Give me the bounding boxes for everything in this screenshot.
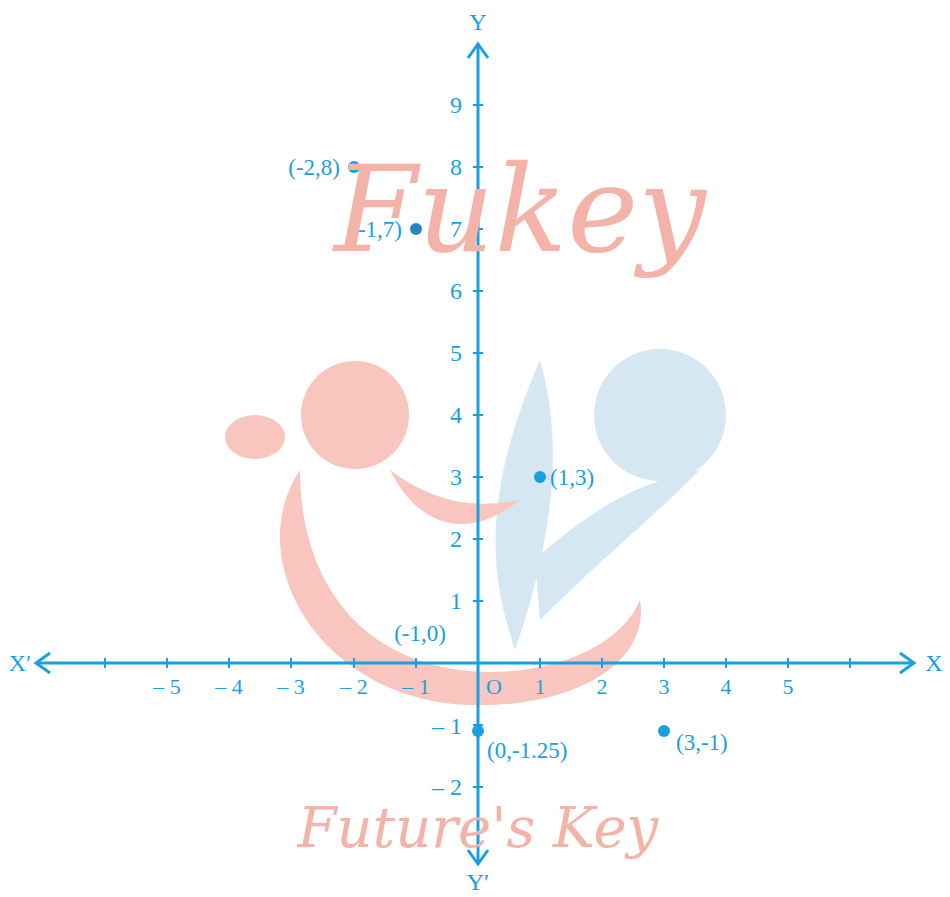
tick-label: 3 — [659, 676, 670, 698]
point-label: (1,3) — [550, 466, 594, 489]
axis-name: Y′ — [467, 870, 490, 894]
watermark: Future's Key — [298, 800, 658, 856]
tick-label: – 4 — [215, 676, 243, 698]
tick-label: – 1 — [402, 676, 430, 698]
tick-label: – 2 — [432, 775, 462, 799]
tick-label: – 2 — [340, 676, 368, 698]
tick-label: 3 — [450, 465, 462, 489]
tick-marks — [105, 105, 850, 787]
point-label: (-1,0) — [394, 622, 446, 645]
point-label: (3,-1) — [676, 731, 728, 754]
origin-label: O — [486, 676, 502, 698]
tick-label: – 5 — [153, 676, 181, 698]
tick-label: – 3 — [277, 676, 305, 698]
watermark: Fukey — [334, 150, 706, 270]
axis-name: X′ — [9, 651, 32, 675]
point-label: (0,-1.25) — [487, 739, 567, 762]
tick-label: 1 — [535, 676, 546, 698]
axes — [36, 44, 914, 864]
tick-label: 6 — [450, 279, 462, 303]
tick-label: 2 — [450, 527, 462, 551]
axis-name: Y — [469, 10, 486, 34]
tick-label: 4 — [721, 676, 732, 698]
tick-label: 1 — [450, 589, 462, 613]
axis-name: X — [925, 651, 942, 675]
tick-label: 2 — [597, 676, 608, 698]
point-label: (-2,8) — [288, 156, 340, 179]
tick-label: – 1 — [432, 714, 462, 738]
tick-label: 4 — [450, 403, 462, 427]
tick-label: 9 — [450, 93, 462, 117]
tick-label: 5 — [783, 676, 794, 698]
tick-label: 5 — [450, 341, 462, 365]
watermark-logo — [225, 349, 726, 705]
